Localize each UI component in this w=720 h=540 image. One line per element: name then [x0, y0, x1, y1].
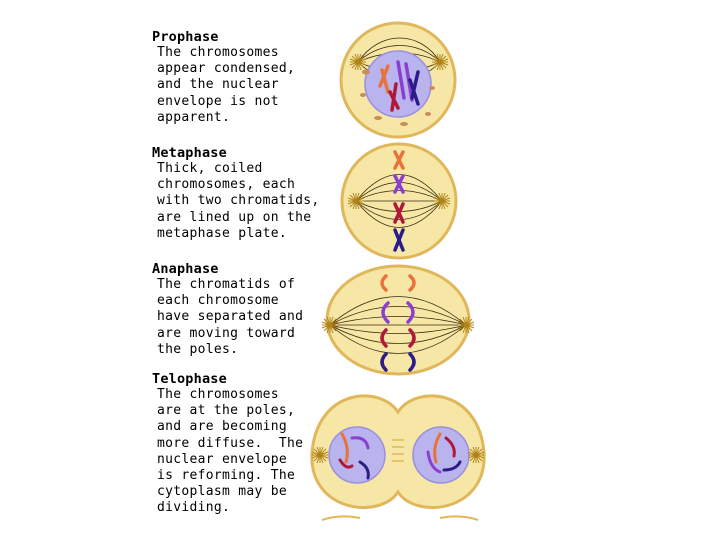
- anaphase-line: have separated and: [157, 309, 304, 325]
- telophase-heading: Telophase: [152, 371, 227, 387]
- telophase-line: are at the poles,: [157, 403, 296, 419]
- prophase-line: and the nuclear: [157, 77, 279, 93]
- prophase-description: Prophase The chromosomes appear condense…: [152, 29, 295, 126]
- anaphase-line: The chromatids of: [157, 277, 296, 292]
- metaphase-line: with two chromatids,: [157, 193, 320, 209]
- metaphase-cell: [340, 142, 458, 260]
- metaphase-line: Thick, coiled: [157, 161, 263, 176]
- metaphase-line: are lined up on the: [157, 209, 312, 225]
- telophase-line: and are becoming: [157, 419, 288, 435]
- prophase-line: apparent.: [157, 109, 231, 125]
- telophase-line: The chromosomes: [157, 387, 279, 402]
- prophase-line: appear condensed,: [157, 61, 296, 77]
- telophase-line: dividing.: [157, 500, 231, 516]
- prophase-cell: [339, 21, 457, 139]
- metaphase-line: metaphase plate.: [157, 225, 288, 241]
- anaphase-line: are moving toward: [157, 325, 296, 341]
- prophase-heading: Prophase: [152, 29, 219, 45]
- telophase-description: Telophase The chromosomes are at the pol…: [152, 371, 303, 517]
- telophase-line: more diffuse. The: [157, 435, 304, 451]
- metaphase-description: Metaphase Thick, coiled chromosomes, eac…: [152, 145, 320, 242]
- anaphase-line: each chromosome: [157, 293, 279, 309]
- telophase-cells: [310, 394, 486, 521]
- metaphase-line: chromosomes, each: [157, 177, 296, 193]
- telophase-line: cytoplasm may be: [157, 484, 288, 500]
- anaphase-description: Anaphase The chromatids of each chromoso…: [152, 261, 303, 358]
- anaphase-cell: [321, 264, 475, 376]
- telophase-line: is reforming. The: [157, 468, 296, 484]
- telophase-line: nuclear envelope: [157, 451, 288, 467]
- prophase-line: envelope is not: [157, 93, 279, 109]
- prophase-line: The chromosomes: [157, 45, 279, 60]
- metaphase-heading: Metaphase: [152, 145, 227, 161]
- anaphase-heading: Anaphase: [152, 261, 219, 277]
- anaphase-line: the poles.: [157, 341, 239, 357]
